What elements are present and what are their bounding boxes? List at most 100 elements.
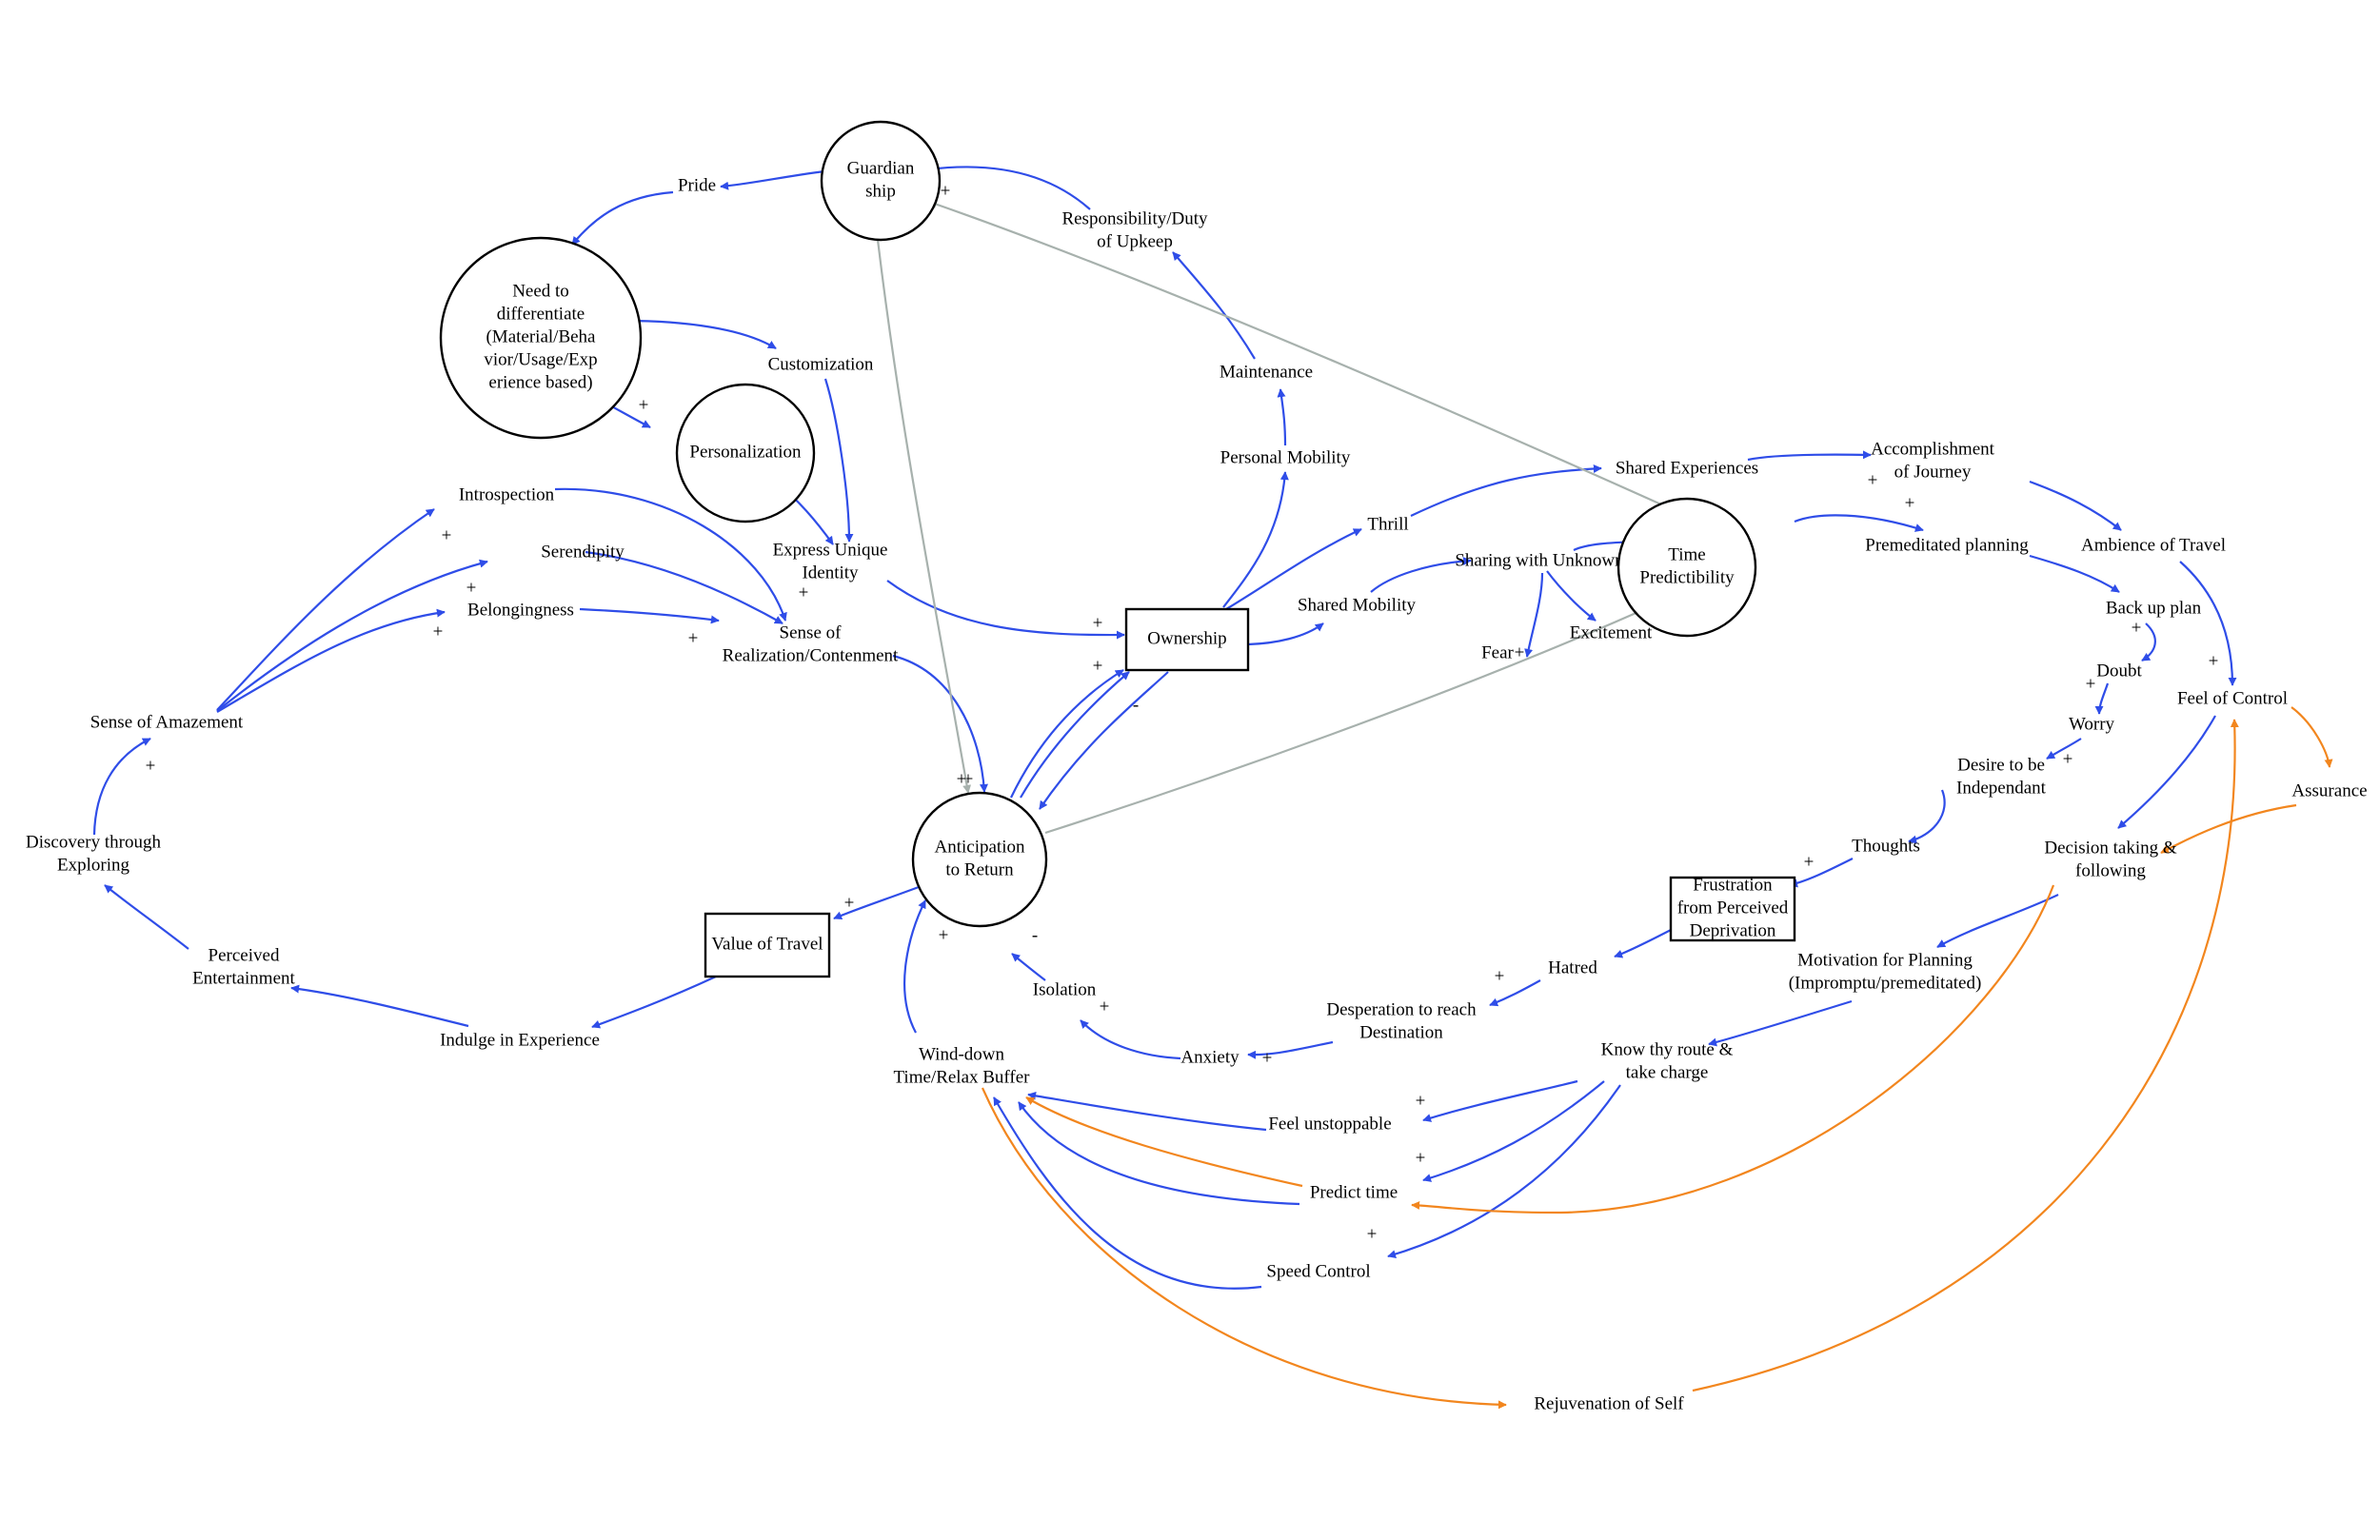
node-accomplishment-label: of Journey	[1894, 462, 1972, 482]
node-predict_time-label: Predict time	[1310, 1182, 1398, 1202]
edge-thoughts-to-frustration-arrow	[1789, 858, 1854, 888]
polarity-know_route-to-feel_unstoppable: +	[1416, 1091, 1426, 1111]
edge-worry-to-desire-arrow	[2046, 738, 2082, 760]
polarity-desperation-to-anxiety: +	[1262, 1048, 1273, 1068]
node-feel_control: Feel of Control	[2177, 688, 2288, 708]
node-pride: Pride	[678, 175, 716, 195]
node-desperation-label: Desperation to reach	[1326, 999, 1477, 1019]
edge-anticipation-to-ownership-arrow	[1020, 671, 1130, 799]
node-discovery-label: Exploring	[57, 855, 129, 875]
node-guardian-circle	[820, 120, 942, 242]
node-feel_control-label: Feel of Control	[2177, 688, 2288, 708]
edge-motivation-to-know_route-arrow	[1708, 999, 1853, 1047]
edge-know_route-to-feel_unstoppable-arrow	[1422, 1079, 1578, 1122]
node-thoughts-label: Thoughts	[1852, 836, 1920, 856]
node-speed_control-label: Speed Control	[1266, 1261, 1370, 1281]
node-rejuvenation: Rejuvenation of Self	[1534, 1393, 1684, 1413]
node-perceived_ent-label: Entertainment	[192, 968, 295, 988]
node-anxiety: Anxiety	[1180, 1047, 1240, 1067]
polarity-realization-to-anticipation: +	[963, 769, 974, 789]
polarity-time_pred-to-premeditated: +	[1905, 493, 1915, 513]
edge-express-to-ownership-arrow	[886, 580, 1125, 640]
node-introspection: Introspection	[459, 484, 555, 504]
node-assurance-label: Assurance	[2291, 780, 2367, 800]
polarity-shared_exp-to-accomplishment: +	[1868, 470, 1878, 490]
edge-predict_time-to-wind_down-arrow	[1025, 1096, 1303, 1188]
node-amazement-label: Sense of Amazement	[90, 712, 244, 732]
node-ownership-label: Ownership	[1147, 628, 1226, 648]
polarity-belongingness-to-realization: +	[688, 628, 699, 648]
node-value_travel: Value of Travel	[704, 912, 831, 978]
polarity-guardian-to-anticipation: +	[957, 769, 967, 789]
edge-time_pred-to-premeditated-arrow	[1794, 514, 1924, 532]
polarity-hatred-to-desperation: +	[1495, 966, 1505, 986]
node-frustration-label: from Perceived	[1677, 898, 1789, 918]
node-desire-label: Independant	[1956, 778, 2047, 798]
edge-personal_mobility-to-maintenance-arrow	[1277, 388, 1287, 446]
node-fear-label: Fear	[1481, 642, 1514, 662]
node-sharing_unknown: Sharing with Unknown	[1455, 550, 1624, 570]
edge-ownership-to-shared_mobility-arrow	[1247, 622, 1324, 646]
node-time_pred-label: Predictibility	[1639, 567, 1735, 587]
node-speed_control: Speed Control	[1266, 1261, 1370, 1281]
polarity-anxiety-to-isolation: +	[1100, 997, 1110, 1017]
node-need-label: Need to	[512, 281, 569, 301]
node-decision: Decision taking &following	[2044, 838, 2177, 880]
edge-serendipity-to-realization-arrow	[585, 550, 783, 624]
edge-frustration-to-hatred-arrow	[1614, 927, 1676, 958]
node-isolation: Isolation	[1033, 979, 1097, 999]
node-decision-label: Decision taking &	[2044, 838, 2177, 858]
edge-wind_down-to-rejuvenation-arrow	[981, 1087, 1507, 1410]
node-belongingness: Belongingness	[467, 600, 574, 620]
edge-perceived_ent-to-discovery-arrow	[104, 884, 189, 950]
polarity-amazement-to-serendipity: +	[466, 578, 477, 598]
edge-assurance-to-decision-arrow	[2160, 803, 2297, 854]
node-rejuvenation-label: Rejuvenation of Self	[1534, 1393, 1684, 1413]
edge-backup-to-doubt-arrow	[2141, 622, 2156, 661]
node-feel_unstoppable-label: Feel unstoppable	[1268, 1114, 1391, 1134]
node-customization: Customization	[768, 354, 874, 374]
node-predict_time: Predict time	[1310, 1182, 1398, 1202]
edge-amazement-to-introspection-arrow	[216, 508, 435, 711]
edge-responsibility-to-guardian-arrow	[927, 164, 1091, 210]
node-anticipation-label: Anticipation	[935, 837, 1025, 857]
node-personalization-label: Personalization	[689, 442, 802, 462]
polarity-doubt-to-worry: +	[2086, 674, 2096, 694]
node-maintenance: Maintenance	[1220, 362, 1313, 382]
node-backup-label: Back up plan	[2106, 598, 2202, 618]
edge-decision-to-predict_time-arrow	[1411, 884, 2055, 1214]
edge-sharing_unknown-to-fear-arrow	[1524, 572, 1544, 658]
node-customization-label: Customization	[768, 354, 874, 374]
node-serendipity-label: Serendipity	[541, 542, 625, 562]
node-responsibility-label: Responsibility/Duty	[1061, 208, 1208, 228]
node-introspection-label: Introspection	[459, 484, 555, 504]
edge-isolation-to-anticipation-arrow	[1011, 953, 1046, 981]
edge-shared_mobility-to-sharing_unknown-arrow	[1370, 557, 1472, 593]
polarity-isolation-to-anticipation: -	[1032, 925, 1038, 945]
node-frustration-box	[1669, 876, 1796, 942]
polarity-know_route-to-predict_time: +	[1416, 1148, 1426, 1168]
polarity-thoughts-to-frustration: +	[1804, 852, 1815, 872]
node-motivation-label: (Impromptu/premeditated)	[1789, 973, 1982, 993]
node-anticipation-circle	[911, 791, 1048, 928]
node-hatred-label: Hatred	[1548, 958, 1597, 977]
edge-layer: ++++-++++++++-+++++++-+++++++++	[92, 164, 2333, 1410]
polarity-anticipation-to-value_travel: +	[844, 893, 855, 913]
edge-realization-to-anticipation-arrow	[892, 654, 988, 793]
node-premeditated-label: Premeditated planning	[1865, 535, 2029, 555]
node-personalization-circle	[675, 383, 816, 523]
node-doubt-label: Doubt	[2096, 661, 2142, 681]
edge-maintenance-to-responsibility-arrow	[1172, 251, 1256, 360]
polarity-responsibility-to-guardian: +	[941, 181, 951, 201]
node-need: Need todifferentiate(Material/Behavior/U…	[439, 236, 643, 440]
node-feel_unstoppable: Feel unstoppable	[1268, 1114, 1391, 1134]
